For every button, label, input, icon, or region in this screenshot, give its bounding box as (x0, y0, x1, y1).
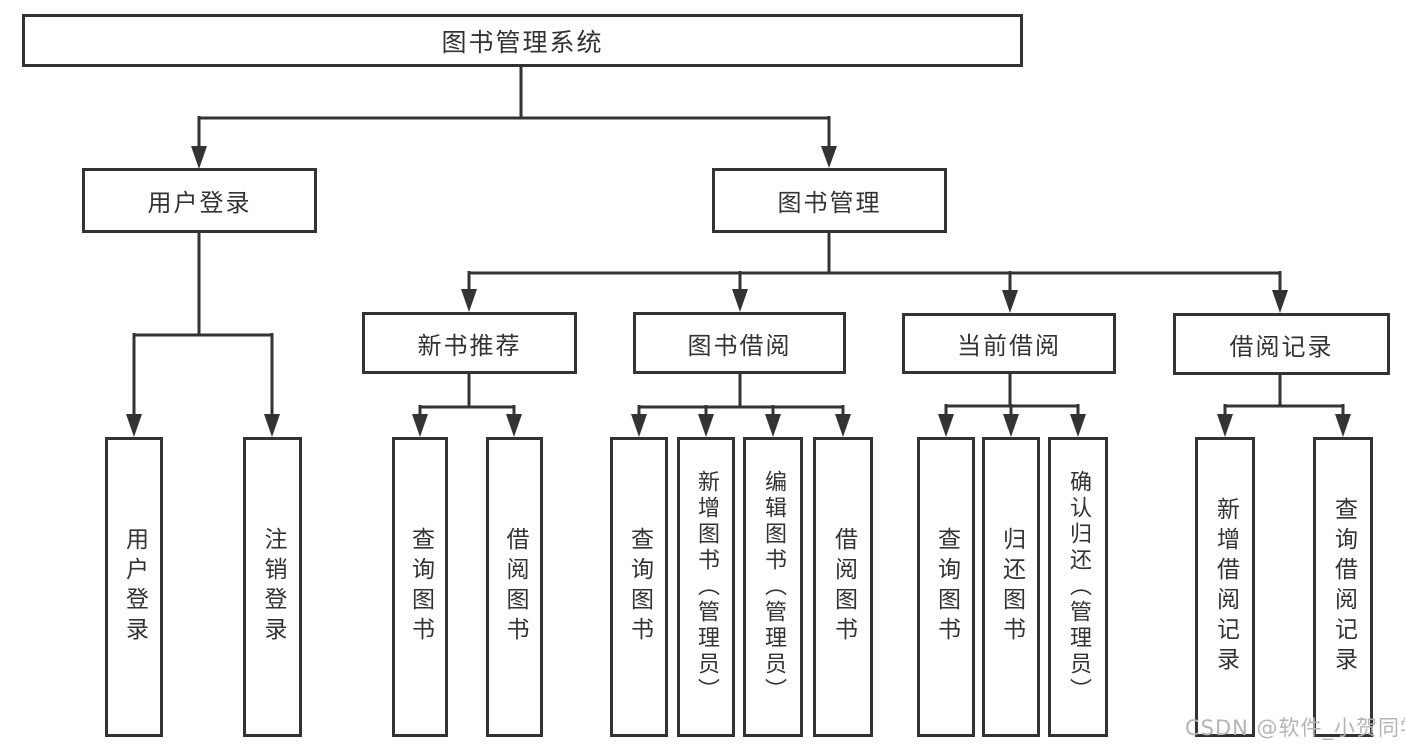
node-borrow-records: 借阅记录 (1173, 313, 1390, 375)
node-nbr-borrow-books: 借阅图书 (486, 437, 543, 737)
arrowhead-icon (1070, 414, 1086, 437)
arrowhead-icon (126, 414, 142, 437)
node-br-add-record-label: 新增借阅记录 (1212, 497, 1239, 677)
arrowhead-icon (1335, 414, 1351, 437)
arrowhead-icon (1003, 414, 1019, 437)
node-book-borrow-label: 图书借阅 (687, 331, 792, 360)
node-bb-query-books-label: 查询图书 (626, 527, 653, 647)
node-borrow-records-label: 借阅记录 (1229, 332, 1334, 361)
node-bb-add-book-admin: 新增图书（管理员） (677, 437, 735, 737)
root-to-level2-connector (191, 64, 837, 169)
node-new-book-recommend: 新书推荐 (362, 312, 577, 374)
user-login-children-connector (126, 233, 280, 437)
node-logout-action-label: 注销登录 (260, 527, 286, 647)
node-nbr-query-books: 查询图书 (392, 437, 448, 737)
node-nbr-query-books-label: 查询图书 (407, 527, 434, 647)
node-br-add-record: 新增借阅记录 (1195, 437, 1255, 737)
arrowhead-icon (191, 146, 207, 169)
arrowhead-icon (765, 414, 781, 437)
node-cb-confirm-return-admin-label: 确认归还（管理员） (1066, 470, 1091, 704)
new-book-children-connector (412, 374, 522, 437)
arrowhead-icon (835, 414, 851, 437)
watermark: CSDN @软件_小贺同学 (1185, 716, 1405, 740)
node-br-query-record: 查询借阅记录 (1313, 437, 1373, 737)
node-cb-confirm-return-admin: 确认归还（管理员） (1048, 437, 1108, 737)
node-root: 图书管理系统 (22, 14, 1023, 67)
node-br-query-record-label: 查询借阅记录 (1330, 497, 1357, 677)
node-cb-query-books-label: 查询图书 (933, 527, 960, 647)
node-user-login: 用户登录 (82, 168, 317, 233)
node-new-book-recommend-label: 新书推荐 (417, 331, 522, 360)
node-cb-return-books: 归还图书 (982, 437, 1040, 737)
arrowhead-icon (1217, 414, 1233, 437)
node-root-label: 图书管理系统 (441, 27, 604, 57)
borrow-records-children-connector (1217, 374, 1351, 437)
node-bb-edit-book-admin: 编辑图书（管理员） (743, 437, 803, 737)
current-borrow-children-connector (938, 374, 1086, 437)
node-book-management: 图书管理 (712, 168, 947, 233)
arrowhead-icon (732, 289, 748, 312)
arrowhead-icon (461, 289, 477, 312)
node-cb-query-books: 查询图书 (917, 437, 975, 737)
node-cb-return-books-label: 归还图书 (998, 527, 1025, 647)
node-user-login-label: 用户登录 (147, 189, 252, 217)
node-book-management-label: 图书管理 (777, 189, 882, 217)
node-bb-add-book-admin-label: 新增图书（管理员） (694, 470, 719, 704)
arrowhead-icon (506, 414, 522, 437)
node-current-borrow: 当前借阅 (902, 313, 1116, 374)
node-bb-edit-book-admin-label: 编辑图书（管理员） (761, 470, 786, 704)
arrowhead-icon (264, 414, 280, 437)
arrowhead-icon (698, 414, 714, 437)
arrowhead-icon (938, 414, 954, 437)
arrowhead-icon (1002, 290, 1018, 313)
arrowhead-icon (1272, 290, 1288, 313)
node-book-borrow: 图书借阅 (633, 312, 846, 374)
arrowhead-icon (631, 414, 647, 437)
node-current-borrow-label: 当前借阅 (957, 332, 1061, 360)
node-bb-borrow-books-label: 借阅图书 (830, 527, 857, 647)
book-management-children-connector (461, 233, 1288, 313)
arrowhead-icon (412, 414, 428, 437)
node-user-login-action-label: 用户登录 (121, 527, 148, 647)
node-logout-action: 注销登录 (243, 437, 302, 737)
node-bb-borrow-books: 借阅图书 (813, 437, 873, 737)
node-nbr-borrow-books-label: 借阅图书 (502, 527, 528, 647)
arrowhead-icon (821, 146, 837, 168)
node-bb-query-books: 查询图书 (610, 437, 668, 737)
node-user-login-action: 用户登录 (105, 437, 163, 737)
book-borrow-children-connector (631, 374, 851, 437)
